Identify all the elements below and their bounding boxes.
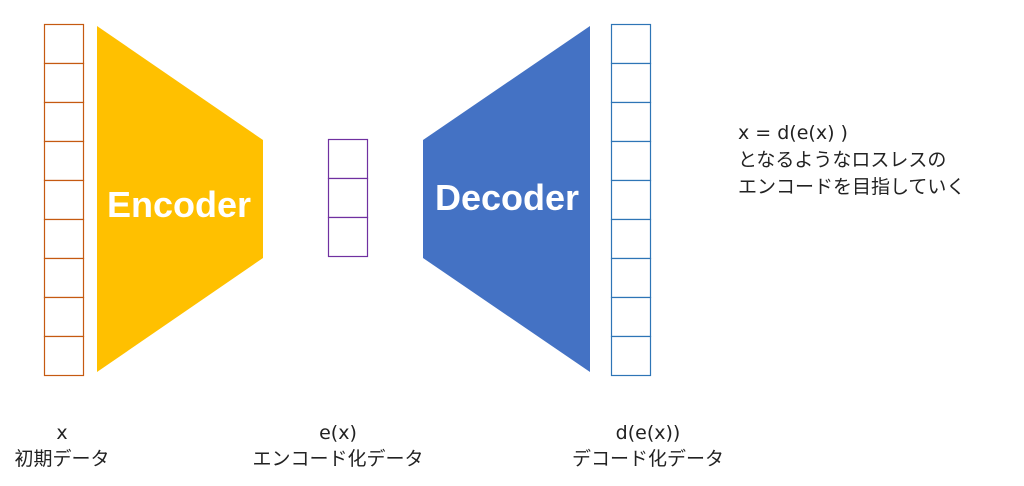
vector-cell <box>43 296 85 338</box>
vector-cell <box>610 23 652 65</box>
output-symbol: d(e(x)) <box>615 422 681 444</box>
latent-vector <box>327 138 369 258</box>
vector-cell <box>43 179 85 221</box>
input-caption: 初期データ <box>14 448 110 470</box>
vector-cell <box>610 140 652 182</box>
vector-cell <box>43 218 85 260</box>
encoder-label: Encoder <box>107 184 251 225</box>
vector-cell <box>327 216 369 258</box>
vector-cell <box>43 335 85 377</box>
vector-cell <box>610 335 652 377</box>
input-symbol: x <box>56 422 68 444</box>
vector-cell <box>43 101 85 143</box>
input-label: x 初期データ <box>0 420 124 472</box>
decoder-label: Decoder <box>435 177 579 218</box>
vector-cell <box>610 257 652 299</box>
vector-cell <box>327 177 369 219</box>
vector-cell <box>610 62 652 104</box>
note-line: エンコードを目指していく <box>738 176 966 198</box>
encoder-shape <box>97 26 263 372</box>
vector-cell <box>43 23 85 65</box>
output-label: d(e(x)) デコード化データ <box>530 420 766 472</box>
vector-cell <box>610 296 652 338</box>
vector-cell <box>610 179 652 221</box>
note-line: x = d(e(x) ) <box>738 122 848 144</box>
vector-cell <box>43 257 85 299</box>
vector-cell <box>43 62 85 104</box>
latent-symbol: e(x) <box>319 422 357 444</box>
latent-caption: エンコード化データ <box>252 448 424 470</box>
vector-cell <box>610 218 652 260</box>
vector-cell <box>327 138 369 180</box>
output-vector <box>610 23 652 377</box>
vector-cell <box>610 101 652 143</box>
objective-note: x = d(e(x) ) となるようなロスレスの エンコードを目指していく <box>738 120 965 201</box>
output-caption: デコード化データ <box>571 448 724 470</box>
latent-label: e(x) エンコード化データ <box>218 420 458 472</box>
vector-cell <box>43 140 85 182</box>
note-line: となるようなロスレスの <box>738 149 947 171</box>
input-vector <box>43 23 85 377</box>
decoder-shape <box>423 26 590 372</box>
